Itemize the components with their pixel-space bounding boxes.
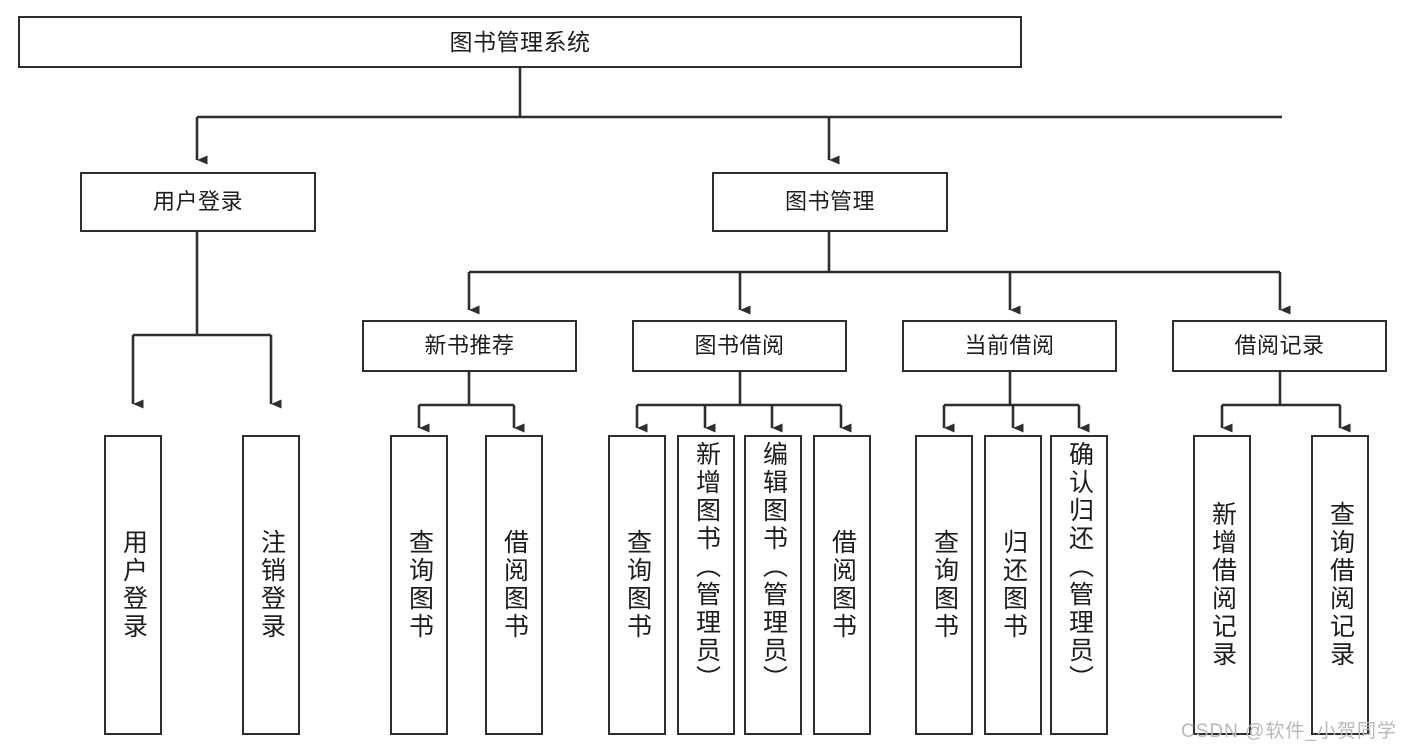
leaf-edit-book[interactable]: 编辑图书（管理员） [744,435,802,735]
node-book-borrow[interactable]: 图书借阅 [632,320,847,372]
csdn-watermark: CSDN @软件_小贺同学 [1181,721,1397,742]
node-label: 当前借阅 [964,333,1055,359]
leaf-label: 新增图书（管理员） [692,441,721,693]
node-label: 图书管理系统 [449,28,591,55]
leaf-label: 注销登录 [257,529,286,641]
node-root-system[interactable]: 图书管理系统 [18,16,1022,68]
leaf-label: 借阅图书 [500,529,529,641]
leaf-return-book[interactable]: 归还图书 [984,435,1042,735]
leaf-query-book-2[interactable]: 查询图书 [608,435,666,735]
leaf-borrow-book-2[interactable]: 借阅图书 [813,435,871,735]
leaf-label: 查询图书 [405,529,434,641]
leaf-label: 新增借阅记录 [1208,501,1237,669]
leaf-label: 查询图书 [623,529,652,641]
leaf-confirm-return[interactable]: 确认归还（管理员） [1050,435,1108,735]
leaf-add-borrow-record[interactable]: 新增借阅记录 [1193,435,1251,735]
leaf-label: 借阅图书 [828,529,857,641]
node-label: 用户登录 [152,189,243,215]
leaf-borrow-book-1[interactable]: 借阅图书 [485,435,543,735]
leaf-label: 归还图书 [999,529,1028,641]
leaf-label: 查询图书 [930,529,959,641]
node-borrow-record[interactable]: 借阅记录 [1172,320,1387,372]
node-current-borrow[interactable]: 当前借阅 [902,320,1117,372]
node-book-management[interactable]: 图书管理 [712,172,948,232]
node-new-book-recommend[interactable]: 新书推荐 [362,320,577,372]
leaf-query-book-1[interactable]: 查询图书 [390,435,448,735]
node-label: 借阅记录 [1234,333,1325,359]
leaf-logout-login[interactable]: 注销登录 [242,435,300,735]
leaf-label: 查询借阅记录 [1326,501,1355,669]
leaf-add-book[interactable]: 新增图书（管理员） [677,435,735,735]
leaf-label: 确认归还（管理员） [1065,441,1094,693]
leaf-label: 用户登录 [119,529,148,641]
leaf-query-borrow-record[interactable]: 查询借阅记录 [1311,435,1369,735]
node-label: 新书推荐 [424,333,515,359]
leaf-label: 编辑图书（管理员） [759,441,788,693]
node-label: 图书借阅 [694,333,785,359]
node-user-login[interactable]: 用户登录 [80,172,316,232]
node-label: 图书管理 [784,189,875,215]
leaf-user-login[interactable]: 用户登录 [104,435,162,735]
leaf-query-book-3[interactable]: 查询图书 [915,435,973,735]
